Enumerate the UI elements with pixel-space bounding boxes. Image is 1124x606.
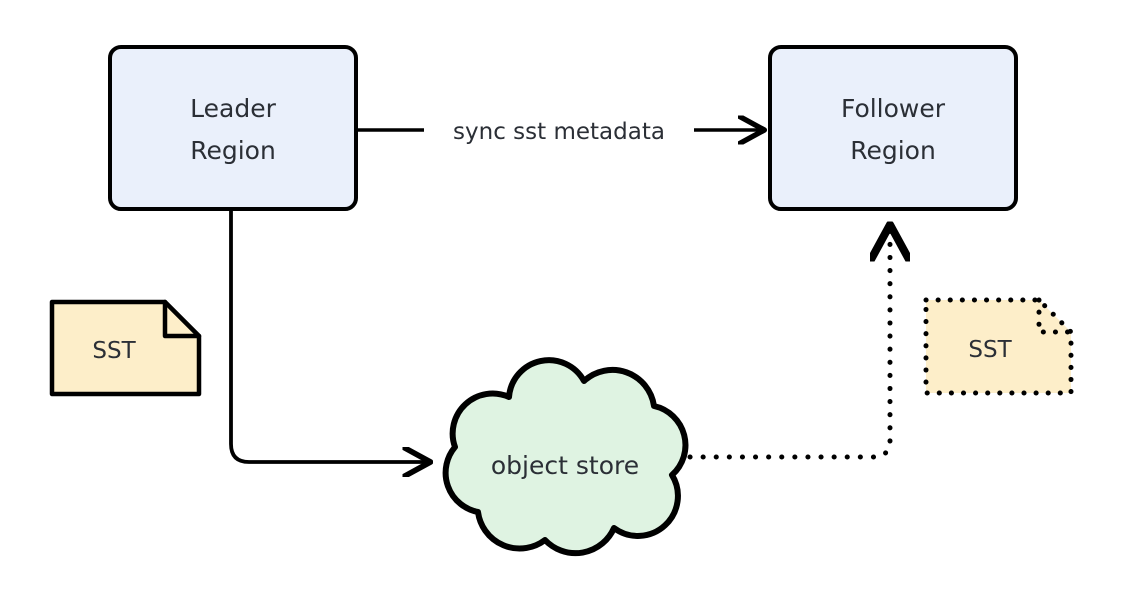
- edge-leader-to-object-store-path: [229, 209, 428, 462]
- sst-leader-label: SST: [92, 338, 136, 364]
- follower-region-label-line2: Region: [850, 136, 936, 165]
- node-object-store[interactable]: object store: [442, 357, 689, 557]
- edge-label-sync-sst-metadata: sync sst metadata: [453, 119, 665, 145]
- edge-leader-to-follower: sync sst metadata: [356, 119, 762, 145]
- sst-follower-label: SST: [968, 337, 1012, 363]
- object-store-cloud-shape[interactable]: [442, 357, 689, 557]
- sst-follower-folded-corner-icon: [1036, 297, 1074, 335]
- leader-region-box[interactable]: [108, 45, 358, 211]
- node-follower-region[interactable]: Follower Region: [768, 45, 1018, 211]
- object-store-label: object store: [491, 451, 639, 480]
- node-leader-region[interactable]: Leader Region: [108, 45, 358, 211]
- edge-object-store-to-follower: [687, 228, 890, 460]
- follower-region-box[interactable]: [768, 45, 1018, 211]
- node-sst-follower[interactable]: SST: [923, 297, 1074, 396]
- leader-region-label-line1: Leader: [190, 94, 276, 123]
- sst-follower-document-body[interactable]: [923, 297, 1074, 396]
- edge-leader-to-object-store: [229, 209, 428, 462]
- sst-leader-document-body[interactable]: [49, 299, 202, 397]
- node-sst-leader[interactable]: SST: [49, 299, 202, 397]
- follower-region-label-line1: Follower: [841, 94, 946, 123]
- sst-leader-folded-corner-icon: [162, 299, 202, 339]
- edge-object-store-to-follower-path: [687, 228, 890, 460]
- leader-region-label-line2: Region: [190, 136, 276, 165]
